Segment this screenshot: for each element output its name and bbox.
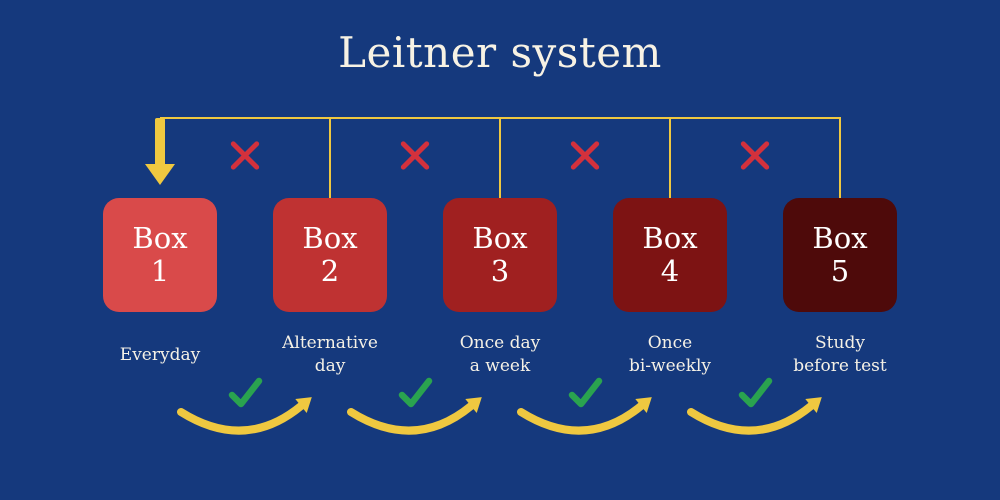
- box-1-number: 1: [150, 254, 170, 288]
- box-5-number: 5: [830, 254, 850, 288]
- curved-arrow-icon: [687, 397, 822, 435]
- box-3-number: 3: [490, 254, 510, 288]
- cross-icon: [397, 138, 433, 174]
- box-2-number: 2: [320, 254, 340, 288]
- box-3: Box 3: [443, 198, 557, 312]
- connector-line-box4: [669, 118, 671, 200]
- down-arrow-shaft: [155, 118, 165, 166]
- connector-line-box5: [839, 118, 841, 200]
- down-arrow-head: [145, 164, 175, 185]
- check-icon: [398, 377, 433, 408]
- check-icon: [568, 377, 603, 408]
- check-icon: [228, 377, 263, 408]
- box-3-label: Box: [472, 220, 528, 255]
- curved-arrow-icon: [177, 397, 312, 435]
- box-1-label: Box: [132, 220, 188, 255]
- box-2: Box 2: [273, 198, 387, 312]
- cross-icon: [737, 138, 773, 174]
- box-1: Box 1: [103, 198, 217, 312]
- cross-icon: [227, 138, 263, 174]
- box-5-label: Box: [812, 220, 868, 255]
- connector-line-box3: [499, 118, 501, 200]
- box-2-caption: Alternative day: [282, 333, 378, 376]
- box-4-number: 4: [660, 254, 680, 288]
- box-4-label: Box: [642, 220, 698, 255]
- cross-icon: [567, 138, 603, 174]
- box-4: Box 4: [613, 198, 727, 312]
- box-5: Box 5: [783, 198, 897, 312]
- box-1-caption: Everyday: [119, 344, 201, 365]
- box-3-caption: Once day a week: [459, 333, 541, 376]
- connector-line-box2: [329, 118, 331, 200]
- curved-arrow-icon: [517, 397, 652, 435]
- curved-arrow-icon: [347, 397, 482, 435]
- box-5-caption: Study before test: [793, 333, 887, 376]
- box-2-label: Box: [302, 220, 358, 255]
- box-4-caption: Once bi-weekly: [628, 333, 712, 376]
- check-icon: [738, 377, 773, 408]
- page-title: Leitner system: [338, 28, 662, 77]
